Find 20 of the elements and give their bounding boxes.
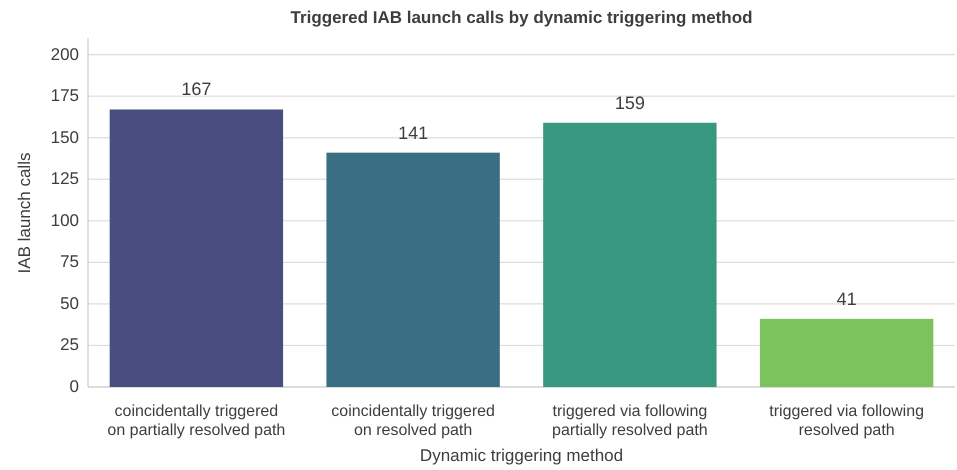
tick-label: 150 [50,128,79,148]
category-label: triggered via following resolved path [768,402,925,440]
tick-label: 200 [50,44,79,65]
axis-title: Dynamic triggering method [420,446,624,466]
axis-title: IAB launch calls [15,152,35,273]
tick-label: 25 [60,335,79,356]
tick-label: 175 [50,86,79,106]
value-label: 167 [181,79,212,100]
tick-label: 0 [70,377,79,397]
category-label: coincidentally triggered on resolved path [330,402,496,440]
tick-label: 50 [60,294,79,314]
value-label: 141 [398,122,428,144]
category-label: coincidentally triggered on partially resolved path [106,402,286,440]
chart-title: Triggered IAB launch calls by dynamic triggering method [290,8,752,28]
category-label: triggered via following partially resolved path [551,402,709,440]
tick-label: 100 [50,210,79,231]
tick-label: 125 [50,169,79,190]
value-label: 159 [614,92,645,114]
tick-label: 75 [60,252,79,272]
value-label: 41 [836,288,857,310]
